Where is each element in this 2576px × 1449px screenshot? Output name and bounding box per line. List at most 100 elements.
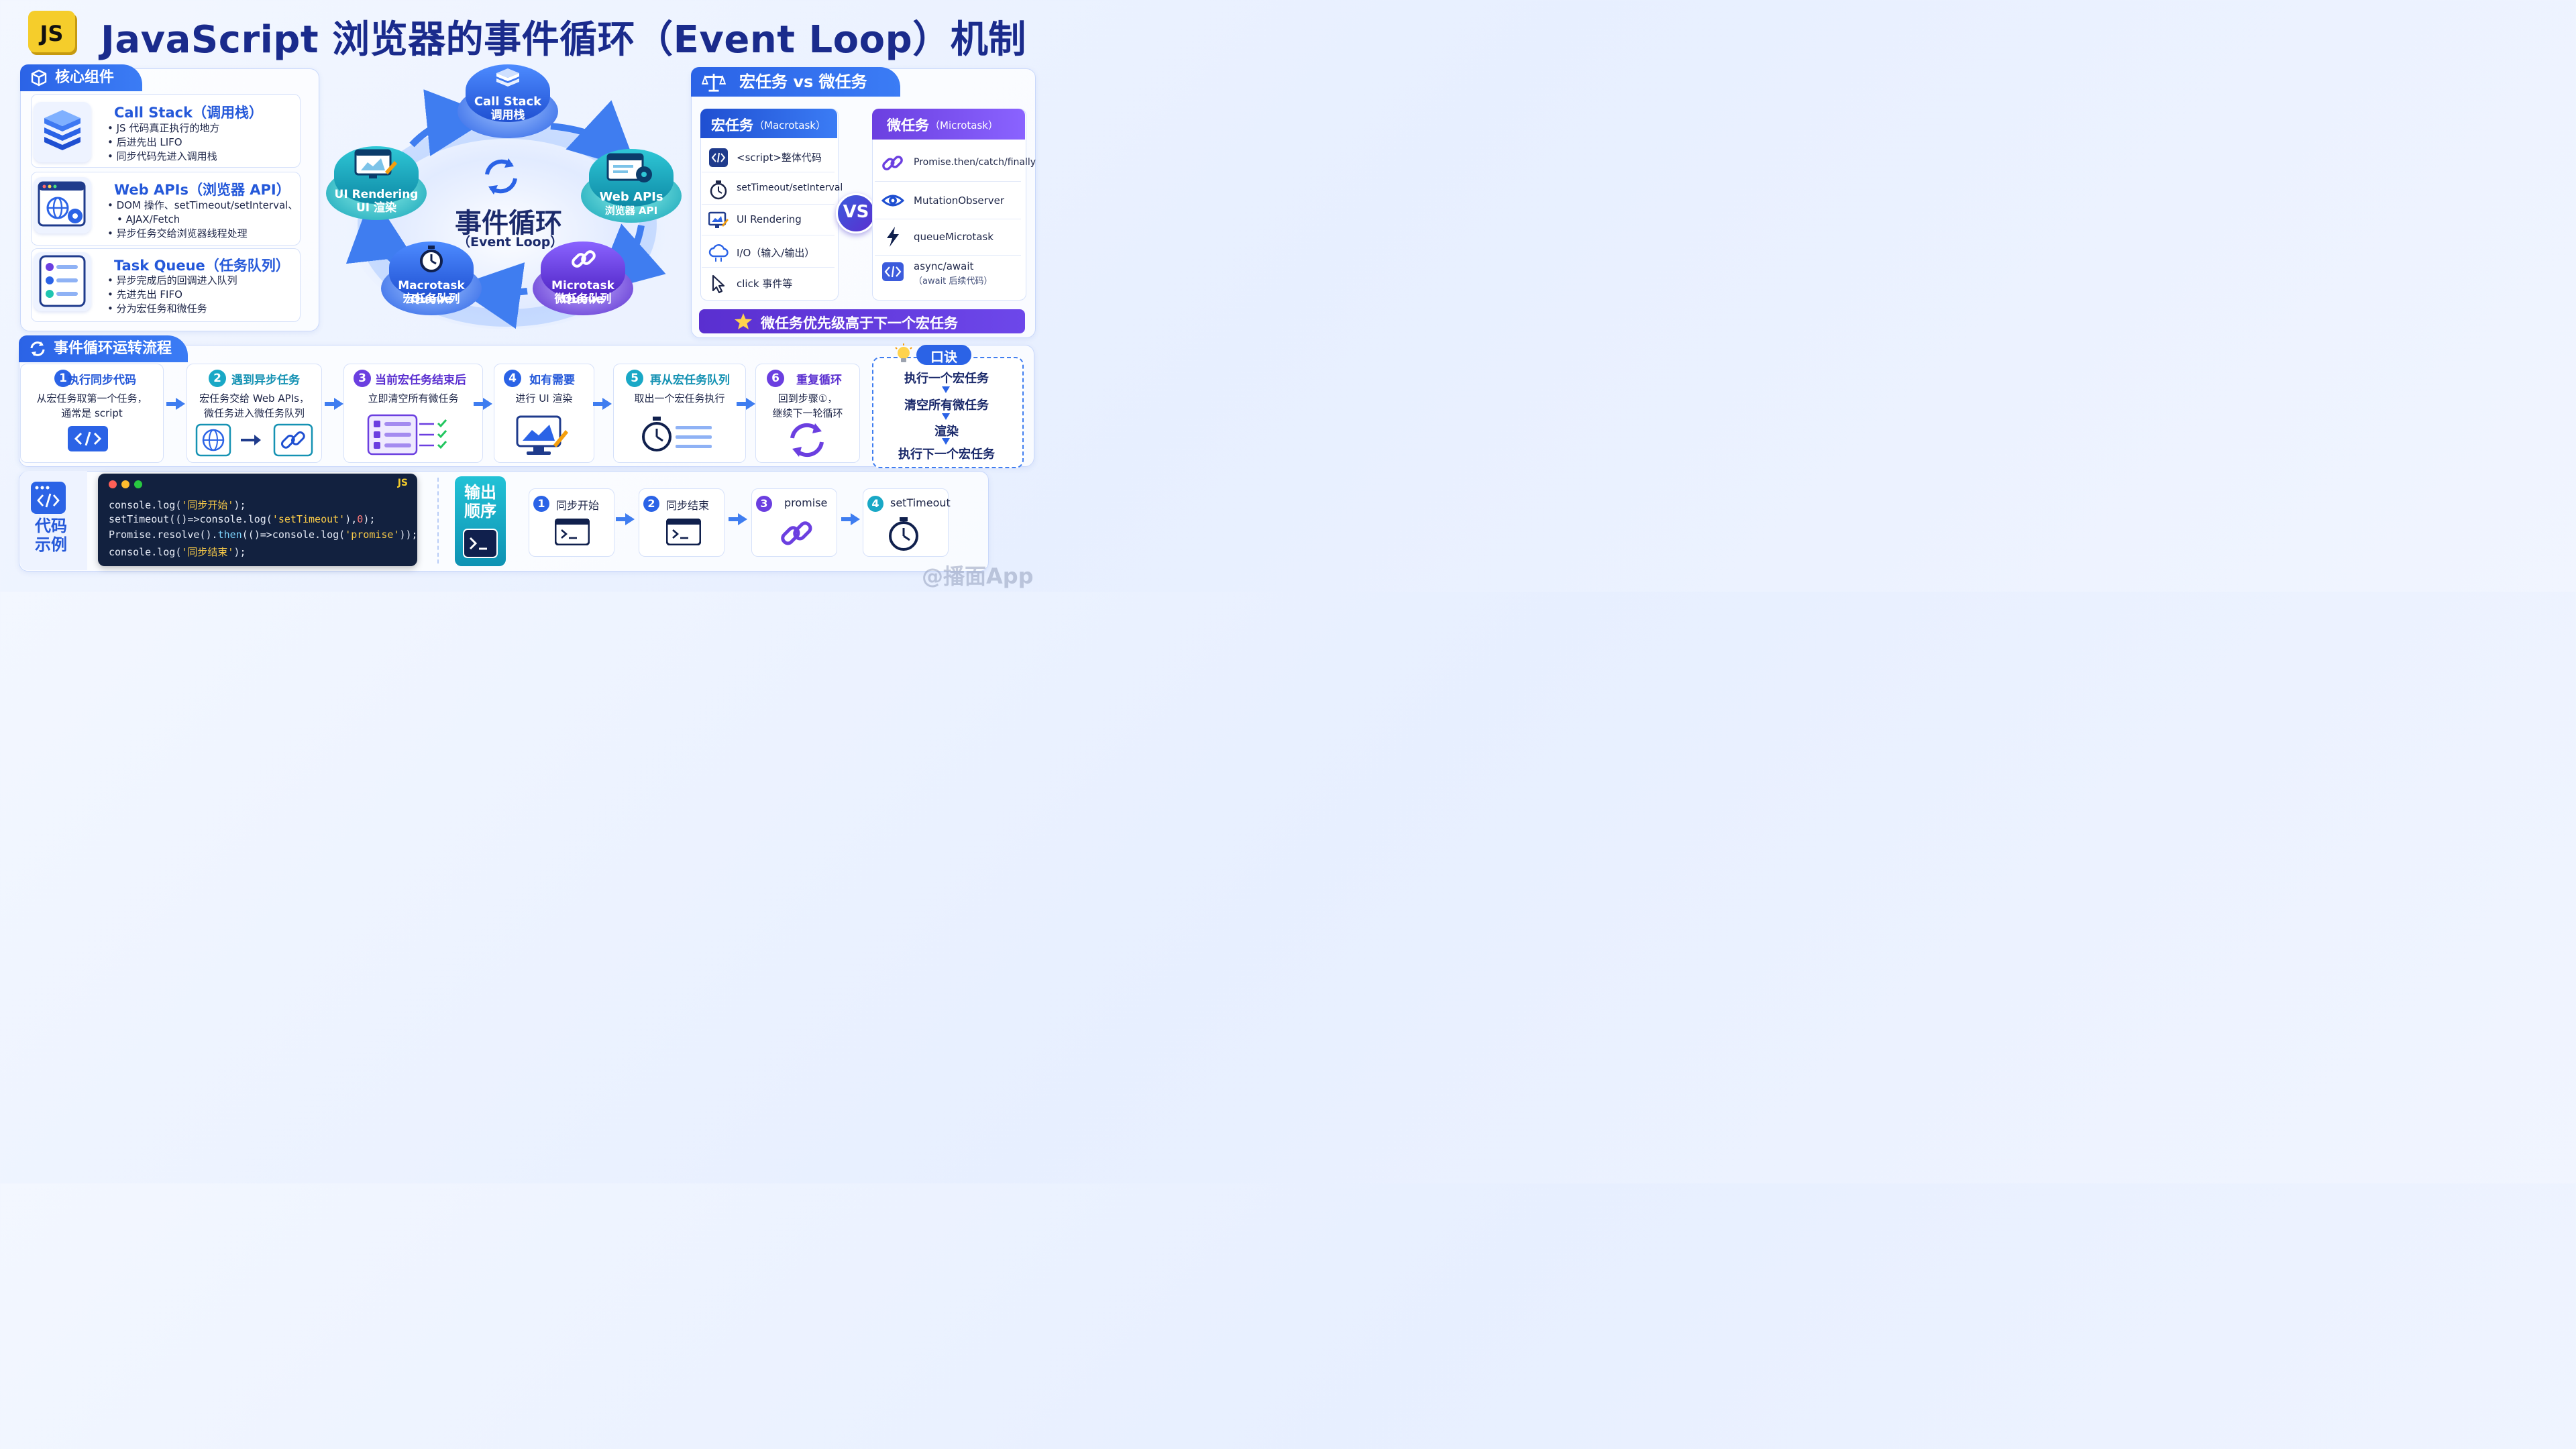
code-language-label: JS xyxy=(397,478,408,488)
code-line: console.log('同步结束'); xyxy=(109,545,246,559)
code-line: setTimeout(()=>console.log('setTimeout')… xyxy=(109,513,375,525)
monitor-brush-icon xyxy=(354,149,397,178)
flow-tab-label: 事件循环运转流程 xyxy=(54,340,172,357)
section-divider xyxy=(437,478,439,564)
mnemonic-down-arrow xyxy=(942,413,950,420)
macrotask-item: click 事件等 xyxy=(702,268,835,298)
node-call-stack-zh: 调用栈 xyxy=(490,109,525,122)
stopwatch-queue-icon xyxy=(642,417,712,451)
flow-step-3: 3 当前宏任务结束后 立即清空所有微任务 xyxy=(343,364,483,463)
code-token: '同步结束' xyxy=(181,546,234,558)
lightbulb-icon xyxy=(895,343,912,362)
web-apis-bullets: DOM 操作、setTimeout/setInterval、 AJAX/Fetc… xyxy=(107,199,299,241)
chain-link-icon xyxy=(572,250,596,268)
flow-step-2: 2 遇到异步任务 宏任务交给 Web APIs， 微任务进入微任务队列 xyxy=(186,364,322,463)
mnemonic-line: 渲染 xyxy=(934,425,959,439)
microtask-header-title-en: （Microtask） xyxy=(930,119,998,131)
flow-step-4: 4 如有需要 进行 UI 渲染 xyxy=(494,364,594,463)
output-item-number: 1 xyxy=(533,496,549,512)
macrotask-item-label: I/O（输入/输出） xyxy=(737,247,815,259)
code-token: setTimeout(()=>console.log( xyxy=(109,513,272,525)
flow-step-desc: 立即清空所有微任务 xyxy=(344,391,482,406)
flow-step-desc-line: 回到步骤①， xyxy=(777,392,838,405)
macrotask-item: setTimeout/setInterval xyxy=(702,174,843,205)
macrotask-list: <script>整体代码 setTimeout/setInterval UI R… xyxy=(702,142,843,298)
window-dot-yellow xyxy=(121,480,129,488)
code-token: then xyxy=(217,529,242,541)
microtask-header: 微任务 （Microtask） xyxy=(872,109,1025,140)
output-item-3: 3 promise xyxy=(751,488,837,557)
output-item-1: 1 同步开始 xyxy=(529,488,614,557)
node-ui-rendering-en: UI Rendering xyxy=(334,188,419,201)
flow-step-desc: 进行 UI 渲染 xyxy=(494,391,594,406)
mnemonic-title: 口诀 xyxy=(930,349,957,365)
page-title: JavaScript 浏览器的事件循环（Event Loop）机制 xyxy=(101,18,1026,62)
monitor-brush-icon xyxy=(708,211,729,228)
flow-step-5: 5 再从宏任务队列 取出一个宏任务执行 xyxy=(613,364,746,463)
flow-step-number: 5 xyxy=(626,370,643,387)
node-web-apis: Web APIs 浏览器 API xyxy=(581,149,682,223)
terminal-icon xyxy=(555,519,590,545)
flow-step-1: 1 执行同步代码 从宏任务取第一个任务， 通常是 script xyxy=(20,364,164,463)
refresh-icon xyxy=(30,341,45,356)
node-web-apis-en: Web APIs xyxy=(599,190,663,204)
output-item-2: 2 同步结束 xyxy=(639,488,724,557)
event-loop-center-title: 事件循环 xyxy=(455,208,562,239)
flow-arrow xyxy=(593,398,612,410)
code-tag-icon xyxy=(68,426,108,451)
node-call-stack-en: Call Stack xyxy=(474,95,542,109)
event-loop-center-subtitle: （Event Loop） xyxy=(458,235,564,250)
code-token: ); xyxy=(233,499,246,511)
mnemonic-line: 执行一个宏任务 xyxy=(904,372,989,386)
microtask-item-label: async/await xyxy=(914,260,974,272)
core-components-tab: 核心组件 xyxy=(20,64,142,91)
code-line: console.log('同步开始'); xyxy=(109,498,246,512)
flow-step-title: 重复循环 xyxy=(796,374,842,387)
flow-step-number: 3 xyxy=(354,370,371,387)
output-arrow xyxy=(729,513,747,525)
macrotask-item: UI Rendering xyxy=(702,205,835,235)
node-microtask-queue-top xyxy=(541,241,625,299)
task-queue-title: Task Queue（任务队列） xyxy=(114,258,290,274)
macrotask-item-label: UI Rendering xyxy=(737,213,802,225)
lightning-icon xyxy=(887,227,899,247)
flow-step-desc-line: 通常是 script xyxy=(61,407,123,419)
macrotask-header-title: 宏任务 xyxy=(711,117,753,133)
flow-step-title: 再从宏任务队列 xyxy=(650,374,730,387)
output-item-4: 4 setTimeout xyxy=(863,488,951,557)
microtask-header-title: 微任务 xyxy=(887,117,929,133)
microtask-item-sublabel: （await 后续代码） xyxy=(914,276,993,286)
node-microtask-queue: Microtask Queue 微任务队列 xyxy=(533,241,633,315)
macrotask-item-label: setTimeout/setInterval xyxy=(737,182,843,193)
node-call-stack: Call Stack 调用栈 xyxy=(458,64,558,138)
mnemonic-line: 清空所有微任务 xyxy=(904,398,989,413)
flow-step-desc-line: 取出一个宏任务执行 xyxy=(634,392,725,405)
code-token: '同步开始' xyxy=(181,499,234,511)
flow-step-title: 执行同步代码 xyxy=(68,374,136,387)
node-web-apis-zh: 浏览器 API xyxy=(604,205,658,217)
output-item-label: 同步开始 xyxy=(556,499,600,512)
flow-step-desc: 取出一个宏任务执行 xyxy=(614,391,745,406)
flow-step-title: 遇到异步任务 xyxy=(231,374,300,387)
flow-step-title: 当前宏任务结束后 xyxy=(375,374,466,387)
task-queue-iconbox xyxy=(34,252,91,311)
output-arrow xyxy=(616,513,635,525)
code-token: 'promise' xyxy=(345,529,400,541)
macro-vs-micro-tab-label: 宏任务 vs 微任务 xyxy=(739,72,867,91)
flow-step-desc: 回到步骤①， 继续下一轮循环 xyxy=(756,391,859,421)
macrotask-item-label: <script>整体代码 xyxy=(737,152,822,164)
flow-step-title: 如有需要 xyxy=(529,374,575,387)
microtask-item-label: MutationObserver xyxy=(914,195,1005,207)
call-stack-iconbox xyxy=(34,102,91,162)
flow-step-number: 4 xyxy=(504,370,521,387)
js-logo: JS xyxy=(28,11,75,52)
call-stack-bullet: JS 代码真正执行的地方 xyxy=(107,121,220,136)
node-macrotask-queue: Macrotask Queue 宏任务队列 xyxy=(381,241,482,315)
chain-link-icon xyxy=(781,521,812,545)
call-stack-bullets: JS 代码真正执行的地方 后进先出 LIFO 同步代码先进入调用栈 xyxy=(107,121,220,164)
microtask-item-label: Promise.then/catch/finally xyxy=(914,157,1036,168)
code-tag-icon xyxy=(882,262,904,281)
priority-banner-text: 微任务优先级高于下一个宏任务 xyxy=(761,315,958,331)
microtask-item-label: queueMicrotask xyxy=(914,231,994,243)
eye-icon xyxy=(881,195,904,207)
